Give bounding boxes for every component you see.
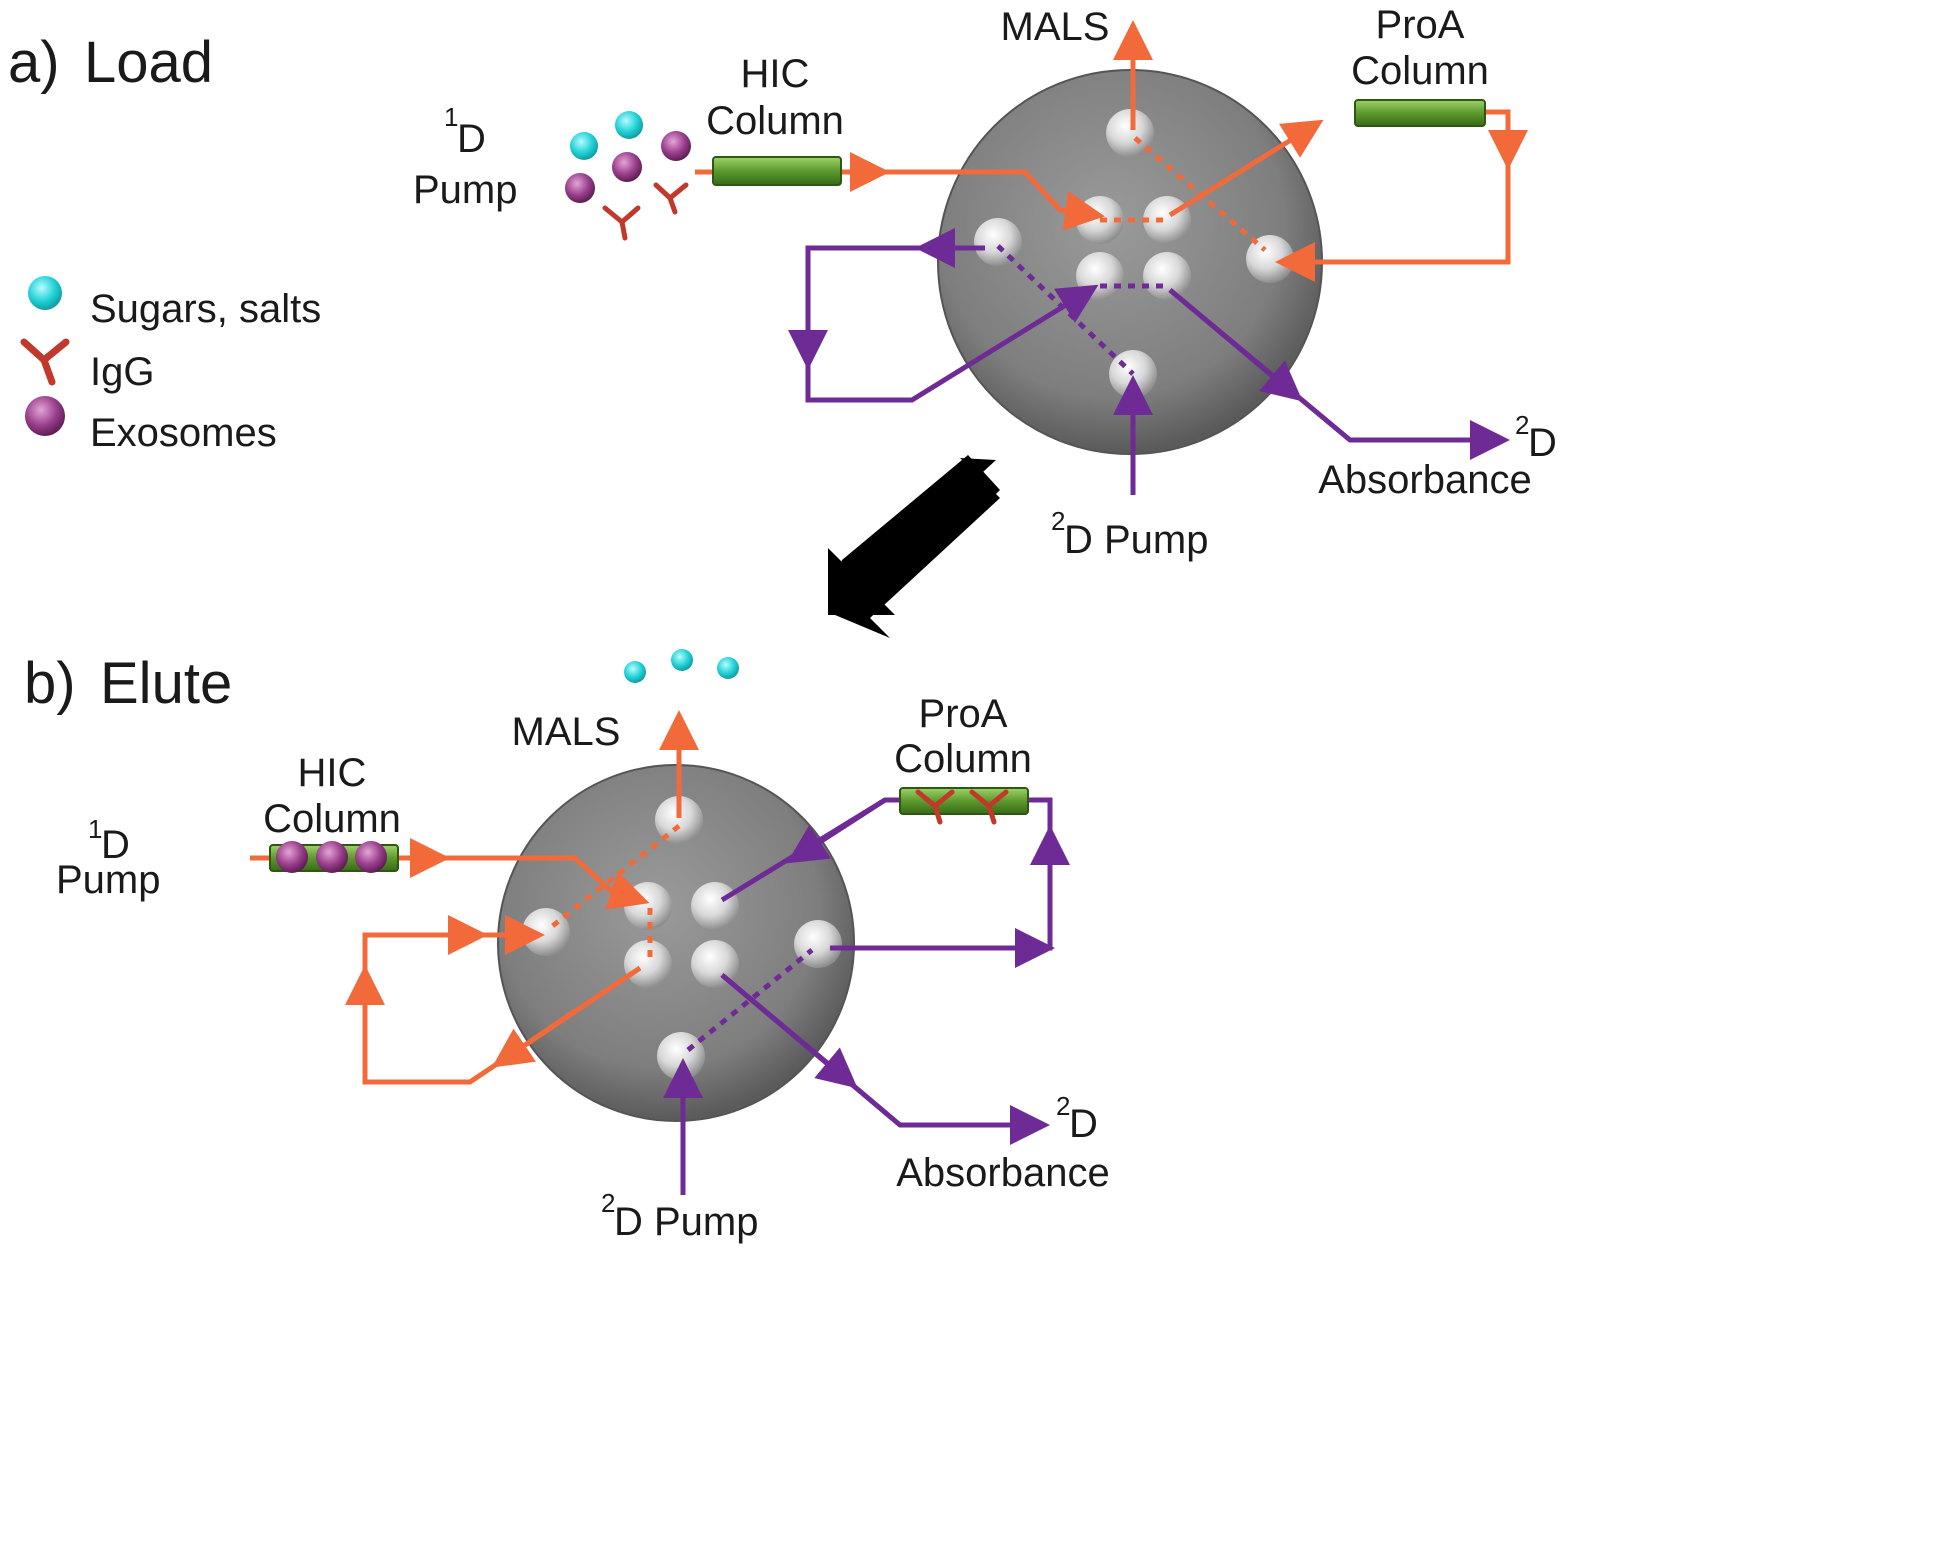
panel-b-elute: b) Elute bbox=[24, 649, 1110, 1244]
mals-b: MALS bbox=[512, 710, 621, 754]
hic-b-line2: Column bbox=[263, 797, 401, 841]
exosome-particle bbox=[316, 841, 348, 873]
panel-a-letter: a) bbox=[8, 30, 60, 95]
valve-b bbox=[497, 764, 855, 1122]
port-b-center-ur bbox=[691, 882, 739, 930]
port-b-right bbox=[794, 920, 842, 968]
abs-2d-a-line1: D bbox=[1528, 421, 1557, 465]
port-a-center-lr bbox=[1143, 252, 1191, 300]
hic-a-line2: Column bbox=[706, 99, 844, 143]
panel-a-load: a) Load bbox=[8, 3, 1557, 562]
panel-b-orange-flow bbox=[250, 710, 699, 1085]
pump-2d-a-text: D Pump bbox=[1064, 518, 1209, 562]
abs-2d-b-line2: Absorbance bbox=[896, 1151, 1109, 1195]
abs-2d-b-line1: D bbox=[1069, 1102, 1098, 1146]
proa-column-b-body bbox=[899, 787, 1029, 815]
valve-b-internal-links bbox=[548, 824, 814, 1052]
legend-igg-icon bbox=[20, 338, 70, 386]
panel-a-purple-flow bbox=[788, 228, 1510, 495]
pump-1d-a-line2: Pump bbox=[413, 168, 518, 212]
igg-molecule bbox=[969, 789, 1009, 825]
transition-arrow-body bbox=[828, 455, 1000, 625]
hic-b-line1: HIC bbox=[298, 751, 367, 795]
abs-2d-b-sup: 2 bbox=[1056, 1091, 1070, 1121]
pump-2d-a-sup: 2 bbox=[1051, 506, 1065, 536]
exosome-particle bbox=[661, 131, 691, 161]
igg-molecule bbox=[602, 205, 641, 241]
legend: Sugars, salts IgG Exosomes bbox=[20, 276, 321, 455]
panel-b-letter: b) bbox=[24, 651, 76, 716]
pump-1d-a-line1: D bbox=[457, 117, 486, 161]
proa-b-line1: ProA bbox=[919, 692, 1008, 736]
abs-2d-a-line2: Absorbance bbox=[1318, 458, 1531, 502]
pump-1d-b-line2: Pump bbox=[56, 858, 161, 902]
panel-a-title: Load bbox=[84, 30, 213, 95]
proa-a-line2: Column bbox=[1351, 49, 1489, 93]
exosome-particle bbox=[276, 841, 308, 873]
mals-a: MALS bbox=[1001, 5, 1110, 49]
exosome-particle bbox=[565, 173, 595, 203]
proa-column-b bbox=[899, 787, 1029, 825]
legend-exosomes-label: Exosomes bbox=[90, 411, 277, 455]
hic-column-b bbox=[269, 841, 399, 873]
pump-1d-b-sup: 1 bbox=[88, 814, 102, 844]
sample-mixture-a bbox=[565, 111, 691, 241]
legend-exosome-icon bbox=[25, 396, 65, 436]
legend-sugar-icon bbox=[28, 276, 62, 310]
sugar-particle bbox=[570, 132, 598, 160]
hic-column-a bbox=[712, 156, 842, 186]
pump-2d-b-sup: 2 bbox=[601, 1188, 615, 1218]
port-b-top bbox=[655, 796, 703, 844]
proa-a-line1: ProA bbox=[1376, 3, 1465, 47]
hic-a-line1: HIC bbox=[741, 52, 810, 96]
port-b-center-ll bbox=[624, 940, 672, 988]
panel-a-orange-flow bbox=[695, 20, 1528, 282]
igg-molecule bbox=[653, 182, 689, 215]
exosome-particle bbox=[355, 841, 387, 873]
legend-igg-label: IgG bbox=[90, 350, 154, 394]
legend-sugars-label: Sugars, salts bbox=[90, 287, 321, 331]
port-a-top bbox=[1106, 109, 1154, 157]
eluted-sugars bbox=[624, 649, 739, 683]
pump-1d-b-line1: D bbox=[101, 823, 130, 867]
sugar-particle bbox=[624, 661, 646, 683]
pump-2d-b-text: D Pump bbox=[614, 1200, 759, 1244]
transition-arrow-head bbox=[828, 548, 895, 615]
proa-b-line2: Column bbox=[894, 737, 1032, 781]
sugar-particle bbox=[717, 657, 739, 679]
sugar-particle bbox=[615, 111, 643, 139]
exosome-particle bbox=[612, 152, 642, 182]
panel-b-title: Elute bbox=[100, 651, 232, 716]
igg-molecule bbox=[915, 789, 955, 825]
panel-b-purple-flow bbox=[663, 797, 1070, 1195]
proa-column-a bbox=[1354, 99, 1486, 127]
sugar-particle bbox=[671, 649, 693, 671]
abs-2d-a-sup: 2 bbox=[1515, 410, 1529, 440]
port-a-center-ur bbox=[1143, 196, 1191, 244]
pump-1d-a-sup: 1 bbox=[444, 102, 458, 132]
